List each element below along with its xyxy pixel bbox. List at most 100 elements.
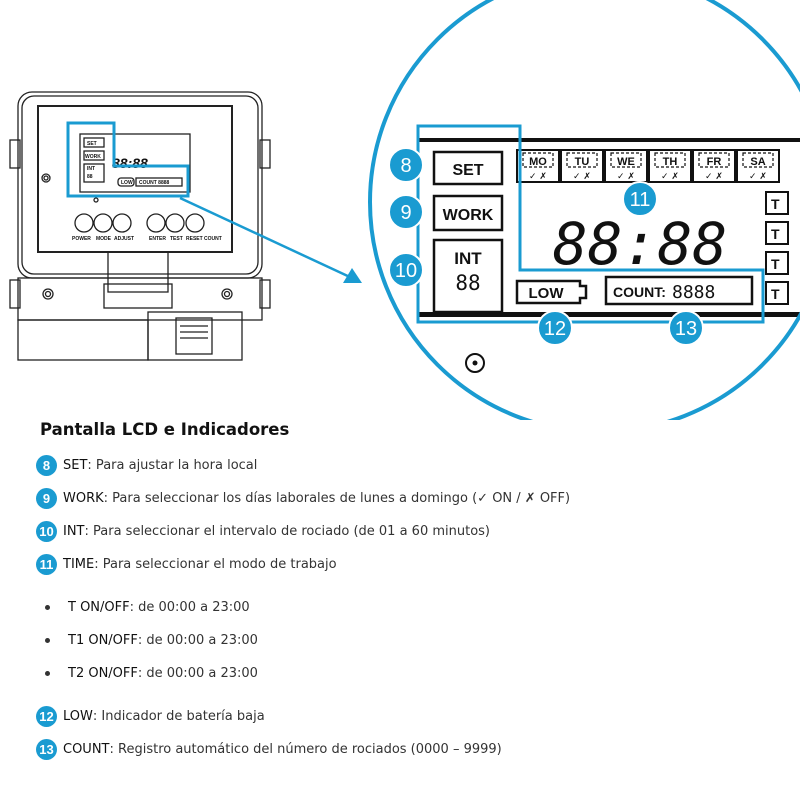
legend-item-int: 10 INT: Para seleccionar el intervalo de … (36, 515, 780, 548)
bullet-item: T1 ON/OFF: de 00:00 a 23:00 (40, 624, 780, 657)
legend-text: : Para seleccionar los días laborales de… (103, 491, 571, 506)
legend-text: : Registro automático del número de roci… (109, 742, 502, 757)
svg-text:SET: SET (452, 162, 483, 179)
legend-title: Pantalla LCD e Indicadores (40, 420, 290, 439)
bullet-dot-icon (45, 671, 50, 676)
svg-text:8888: 8888 (672, 282, 715, 303)
svg-text:✓ ✗: ✓ ✗ (573, 172, 591, 182)
magnifier-ring (368, 0, 800, 420)
svg-text:COUNT:: COUNT: (613, 284, 666, 300)
svg-text:WORK: WORK (443, 207, 494, 224)
svg-text:WORK: WORK (85, 154, 101, 160)
legend-key: SET (63, 458, 88, 473)
legend: Pantalla LCD e Indicadores 8 SET: Para aj… (36, 420, 780, 766)
svg-text:T: T (771, 226, 780, 242)
device-diagram: SET WORK INT 88 88:88 LOW COUNT 8888 POW… (9, 0, 800, 420)
svg-text:88: 88 (87, 174, 93, 180)
svg-text:88: 88 (455, 271, 480, 295)
bullet-text: : de 00:00 a 23:00 (137, 666, 258, 681)
day-box-we: WE ✓ ✗ (604, 149, 648, 183)
svg-text:SA: SA (750, 156, 765, 168)
day-box-tu: TU ✓ ✗ (560, 149, 604, 183)
day-box-fr: FR ✓ ✗ (692, 149, 736, 183)
svg-text:INT: INT (87, 166, 95, 172)
mode-button-label: MODE (96, 236, 112, 242)
svg-text:T: T (771, 196, 780, 212)
legend-text: : Indicador de batería baja (92, 709, 265, 724)
svg-text:MO: MO (529, 156, 547, 168)
svg-text:TU: TU (575, 156, 590, 168)
svg-text:✓ ✗: ✓ ✗ (661, 172, 679, 182)
legend-key: WORK (63, 491, 104, 506)
svg-text:✓ ✗: ✓ ✗ (749, 172, 767, 182)
svg-text:FR: FR (707, 156, 722, 168)
adjust-button-label: ADJUST (114, 236, 134, 242)
callout-badges: 8 9 10 11 12 13 (388, 147, 704, 346)
battery-low-indicator (515, 279, 588, 305)
svg-text:10: 10 (395, 260, 417, 282)
svg-text:T: T (771, 256, 780, 272)
legend-item-time: 11 TIME: Para seleccionar el modo de trab… (36, 548, 780, 581)
zoom-arrow (179, 196, 353, 280)
reset-count-button-label: RESET COUNT (186, 236, 222, 242)
power-button-label: POWER (72, 236, 91, 242)
bullet-key: T1 ON/OFF (68, 633, 138, 648)
badge-11: 11 (622, 181, 658, 217)
legend-text: : Para ajustar la hora local (87, 458, 258, 473)
svg-text:INT: INT (454, 249, 482, 268)
legend-text: : Para seleccionar el modo de trabajo (94, 557, 337, 572)
svg-text:11: 11 (630, 189, 651, 211)
day-box-sa: SA ✓ ✗ (736, 149, 780, 183)
number-badge: 12 (36, 706, 57, 727)
bullet-dot-icon (45, 638, 50, 643)
enter-button-label: ENTER (149, 236, 166, 242)
test-button-label: TEST (170, 236, 183, 242)
number-badge: 10 (36, 521, 57, 542)
legend-item-low: 12 LOW: Indicador de batería baja (36, 700, 780, 733)
time-digits: 88:88 (553, 210, 728, 278)
legend-key: INT (63, 524, 85, 539)
svg-text:12: 12 (544, 318, 566, 340)
svg-text:WE: WE (617, 156, 635, 168)
bullet-text: : de 00:00 a 23:00 (129, 600, 250, 615)
number-badge: 11 (36, 554, 57, 575)
svg-text:T: T (771, 286, 780, 302)
number-badge: 9 (36, 488, 57, 509)
legend-item-count: 13 COUNT: Registro automático del número … (36, 733, 780, 766)
bullet-item: T2 ON/OFF: de 00:00 a 23:00 (40, 657, 780, 690)
badge-9: 9 (388, 194, 424, 230)
svg-text:9: 9 (400, 202, 411, 224)
svg-text:✓ ✗: ✓ ✗ (705, 172, 723, 182)
legend-key: TIME (63, 557, 95, 572)
legend-text: : Para seleccionar el intervalo de rocia… (84, 524, 491, 539)
bullet-item: T ON/OFF: de 00:00 a 23:00 (40, 591, 780, 624)
device-illustration (9, 91, 271, 361)
number-badge: 8 (36, 455, 57, 476)
day-box-mo: MO ✓ ✗ (516, 149, 560, 183)
bullet-dot-icon (45, 605, 50, 610)
badge-13: 13 (668, 310, 704, 346)
magnified-lcd: SET WORK INT 88 MO ✓ ✗ TU ✓ ✗ WE ✓ ✗ TH ✓ ✗ FR ✓ … (380, 0, 800, 420)
svg-text:LOW: LOW (529, 285, 565, 302)
highlight-outline (66, 121, 190, 198)
svg-text:88:88: 88:88 (112, 155, 148, 171)
arrow-head-icon (343, 268, 362, 283)
legend-key: LOW (63, 709, 93, 724)
svg-text:COUNT 8888: COUNT 8888 (139, 180, 170, 186)
svg-text:LOW: LOW (121, 180, 133, 186)
svg-text:✓ ✗: ✓ ✗ (529, 172, 547, 182)
legend-key: COUNT (63, 742, 110, 757)
svg-text:13: 13 (675, 318, 697, 340)
svg-text:✓ ✗: ✓ ✗ (617, 172, 635, 182)
badge-8: 8 (388, 147, 424, 183)
badge-10: 10 (388, 252, 424, 288)
legend-item-set: 8 SET: Para ajustar la hora local (36, 449, 780, 482)
svg-text:8: 8 (400, 155, 411, 177)
bullet-key: T ON/OFF (68, 600, 130, 615)
bullet-text: : de 00:00 a 23:00 (137, 633, 258, 648)
number-badge: 13 (36, 739, 57, 760)
day-box-th: TH ✓ ✗ (648, 149, 692, 183)
badge-12: 12 (537, 310, 573, 346)
zoom-highlight-outline (416, 124, 765, 324)
svg-text:TH: TH (663, 156, 678, 168)
